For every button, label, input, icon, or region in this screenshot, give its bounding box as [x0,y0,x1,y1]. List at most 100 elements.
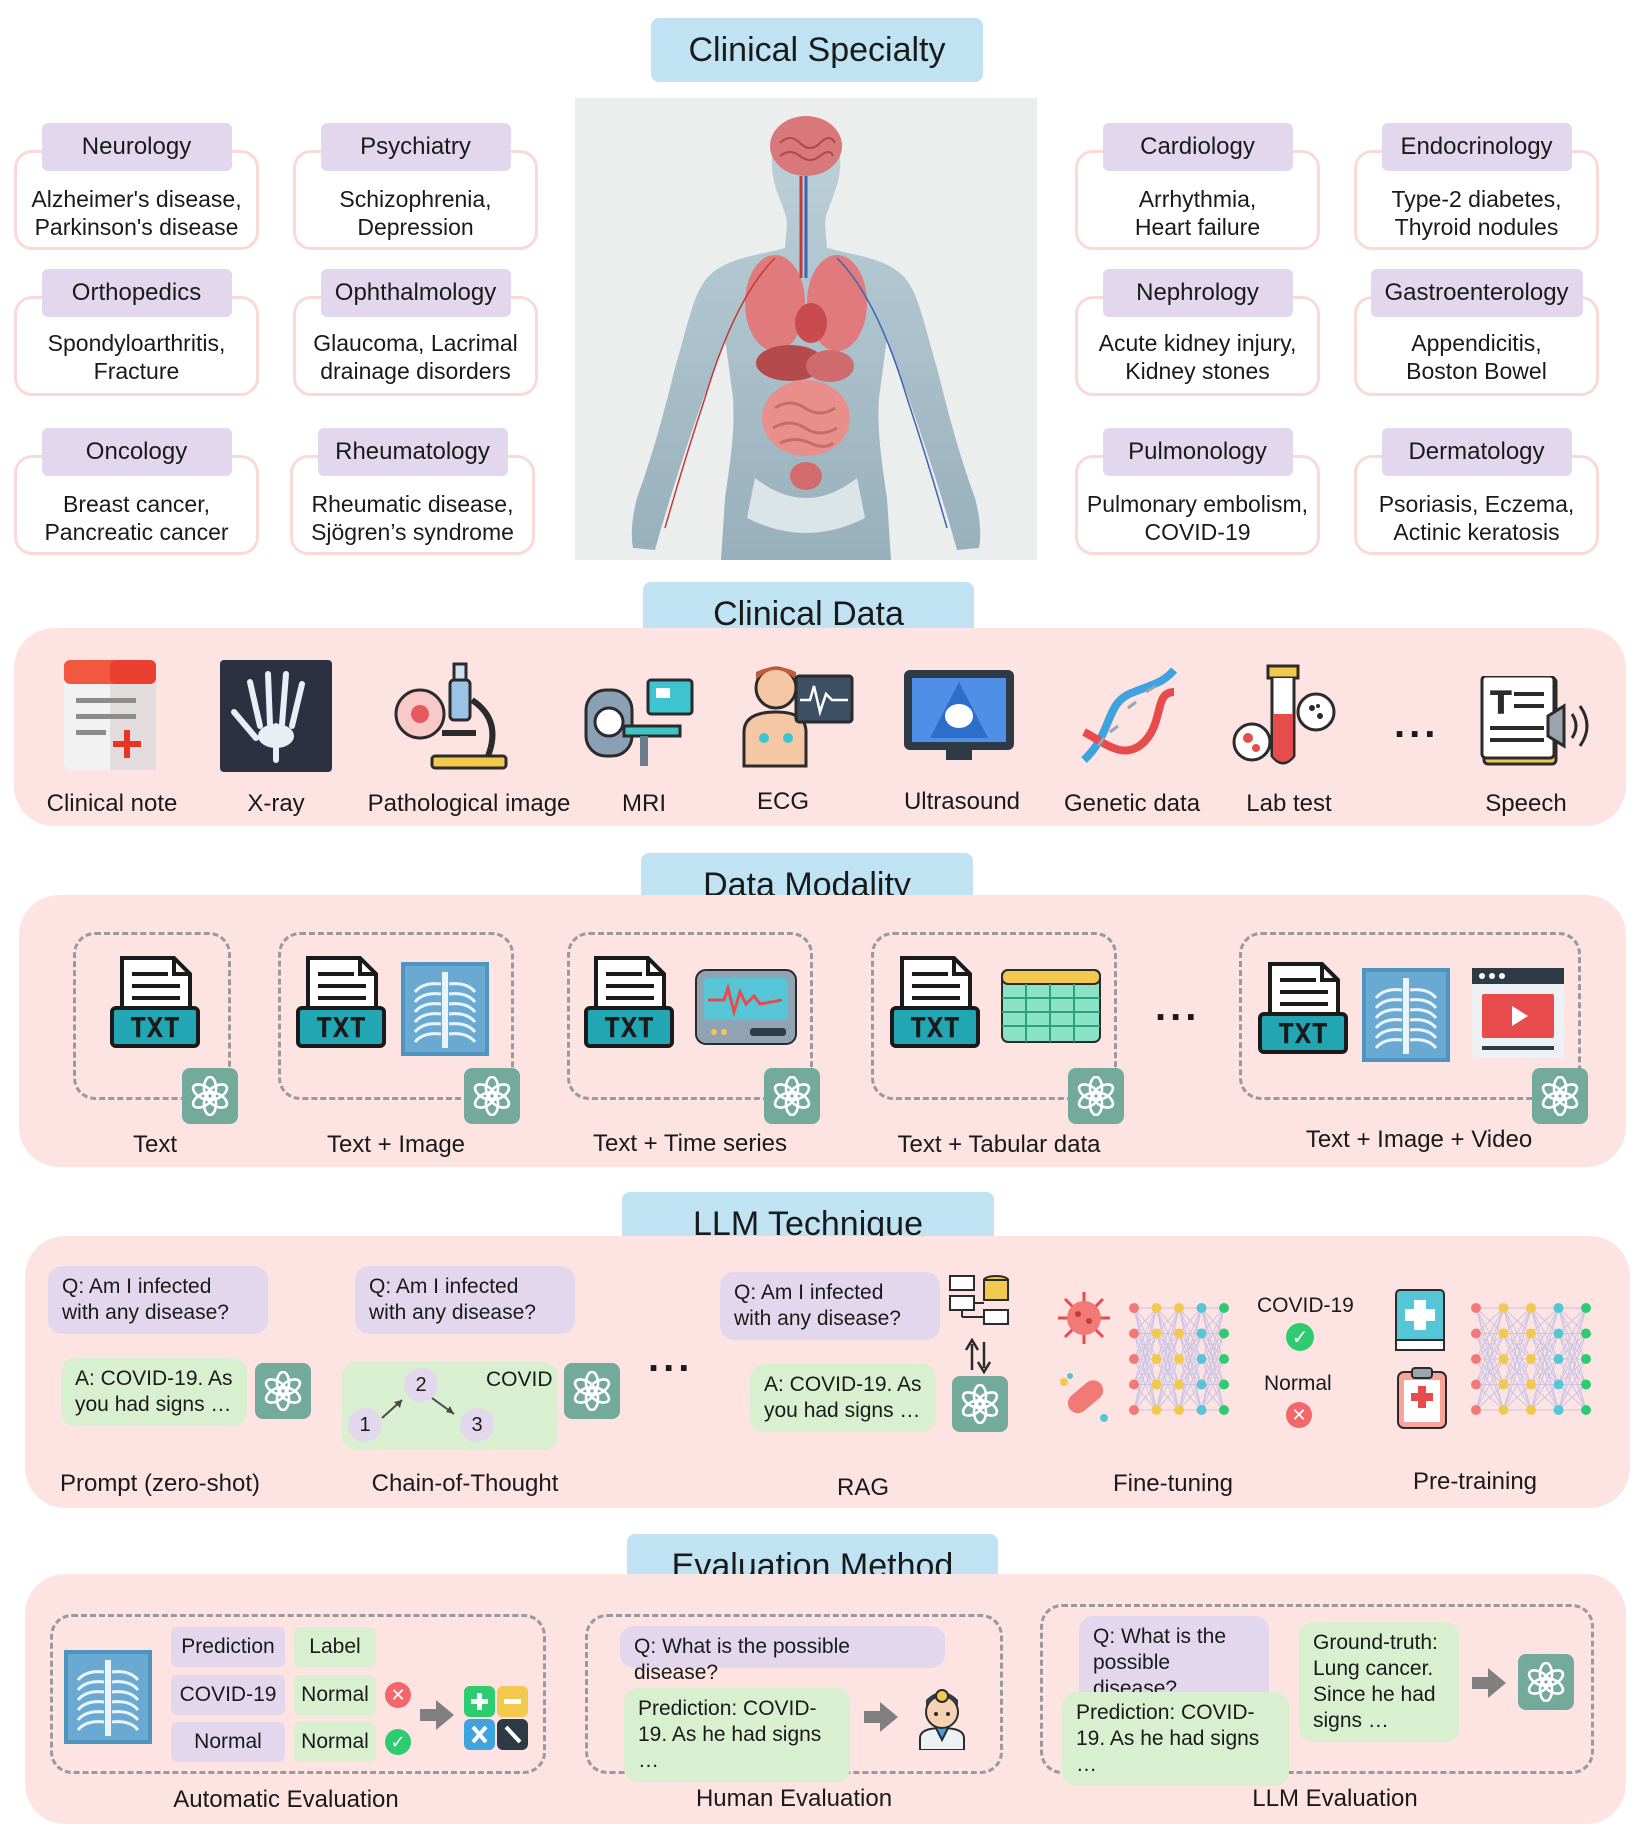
txt-file-icon: TXT [296,956,386,1057]
check-icon: ✓ [1286,1323,1314,1351]
txt-file-icon: TXT [110,956,200,1057]
cot-arrows [381,1397,455,1419]
microscope-icon [392,660,510,772]
specialty-name: Psychiatry [320,123,511,171]
answer-bubble: A: COVID-19. As you had signs … [750,1364,936,1432]
modality-box-text-timeseries [567,932,813,1100]
ultrasound-monitor-icon [902,668,1016,764]
data-label-genetic-data: Genetic data [1063,790,1201,817]
specialty-diseases: Type-2 diabetes, Thyroid nodules [1391,186,1562,240]
specialty-diseases: Alzheimer's disease, Parkinson's disease [31,186,242,240]
doctor-avatar-icon [914,1684,970,1751]
specialty-card-orthopedics: Orthopedics Spondyloarthritis, Fracture [14,269,259,396]
right-arrow-icon [1472,1668,1506,1703]
calculator-icon [464,1686,528,1750]
bacteria-icon [1056,1370,1112,1426]
specialty-card-dermatology: Dermatology Psoriasis, Eczema, Actinic k… [1354,428,1599,555]
cot-node: 2 [404,1368,438,1402]
modality-label-text-timeseries: Text + Time series [592,1130,788,1157]
openai-logo-icon [182,1068,238,1124]
dna-icon [1074,662,1182,770]
chest-xray-icon [1362,968,1450,1067]
svg-text:TXT: TXT [1278,1017,1329,1050]
openai-logo-icon [1068,1068,1124,1124]
cross-icon: ✕ [1286,1402,1312,1428]
modality-ellipsis: ... [1155,985,1201,1029]
bidirectional-arrow-icon [964,1337,992,1375]
data-label-ecg: ECG [756,788,810,815]
openai-logo-icon [464,1068,520,1124]
ecg-patient-icon [740,662,854,768]
cot-node: 3 [460,1408,494,1442]
specialty-card-oncology: Oncology Breast cancer, Pancreatic cance… [14,428,259,555]
technique-label-prompt: Prompt (zero-shot) [59,1470,261,1497]
modality-box-text-tabular [871,932,1117,1100]
svg-text:TXT: TXT [604,1011,655,1044]
specialty-name: Gastroenterology [1370,269,1583,317]
modality-label-text-tabular: Text + Tabular data [897,1131,1101,1158]
specialty-name: Oncology [41,428,232,476]
prediction-cell: COVID-19 [171,1675,285,1715]
evaluation-label-human: Human Evaluation [695,1785,893,1812]
openai-logo-icon [564,1363,620,1419]
question-bubble: Q: Am I infected with any disease? [48,1266,268,1334]
database-icon [948,1274,1010,1334]
human-anatomy-figure [575,98,1037,560]
technique-label-cot: Chain-of-Thought [371,1470,559,1497]
clinical-note-icon [62,658,158,772]
technique-label-pretraining: Pre-training [1412,1468,1538,1495]
data-label-mri: MRI [622,790,666,817]
label-cell: Normal [294,1675,376,1715]
specialty-diseases: Psoriasis, Eczema, Actinic keratosis [1378,491,1575,545]
data-label-clinical-note: Clinical note [46,790,178,817]
data-label-pathological-image: Pathological image [367,790,571,817]
right-arrow-icon [864,1702,898,1737]
specialty-name: Nephrology [1102,269,1293,317]
data-label-xray: X-ray [247,790,305,817]
mri-scanner-icon [584,676,694,770]
ground-truth-bubble: Ground-truth: Lung cancer. Since he had … [1299,1622,1459,1742]
finetune-output-covid: COVID-19 [1257,1294,1354,1317]
openai-logo-icon [764,1068,820,1124]
speech-document-icon: T [1480,674,1598,770]
specialty-name: Orthopedics [41,269,232,317]
prediction-bubble: Prediction: COVID-19. As he had signs … [1062,1692,1289,1786]
specialty-diseases: Rheumatic disease, Sjögren’s syndrome [311,491,514,545]
specialty-diseases: Acute kidney injury, Kidney stones [1098,330,1297,384]
specialty-name: Rheumatology [317,428,508,476]
openai-logo-icon [1532,1068,1588,1124]
question-bubble: Q: What is the possible disease? [620,1626,945,1684]
prediction-header: Prediction [171,1627,285,1667]
txt-file-icon: TXT [890,956,980,1057]
specialty-diseases: Schizophrenia, Depression [339,186,492,240]
svg-text:T: T [1490,684,1512,722]
right-arrow-icon [420,1700,454,1735]
txt-file-icon: TXT [1258,962,1348,1063]
specialty-name: Ophthalmology [320,269,511,317]
answer-bubble: A: COVID-19. As you had signs … [61,1358,247,1426]
specialty-name: Dermatology [1381,428,1572,476]
specialty-diseases: Pulmonary embolism, COVID-19 [1086,491,1309,545]
evaluation-label-automatic: Automatic Evaluation [173,1786,399,1813]
specialty-diseases: Glaucoma, Lacrimal drainage disorders [313,330,518,384]
question-bubble: Q: Am I infected with any disease? [355,1266,575,1334]
clinical-data-ellipsis: ... [1394,702,1440,746]
chain-of-thought-box: 1 2 3 COVID [342,1362,558,1450]
prediction-bubble: Prediction: COVID-19. As he had signs … [624,1688,850,1782]
svg-text:TXT: TXT [130,1011,181,1044]
cot-node: 1 [348,1408,382,1442]
openai-logo-icon [1518,1654,1574,1710]
specialty-diseases: Arrhythmia, Heart failure [1134,186,1261,240]
prediction-cell: Normal [171,1722,285,1762]
specialty-name: Endocrinology [1381,123,1572,171]
svg-text:TXT: TXT [910,1011,961,1044]
specialty-card-neurology: Neurology Alzheimer's disease, Parkinson… [14,123,259,250]
modality-label-text-image-video: Text + Image + Video [1305,1126,1533,1153]
neural-network-icon [1466,1294,1596,1424]
specialty-card-endocrinology: Endocrinology Type-2 diabetes, Thyroid n… [1354,123,1599,250]
cot-answer: COVID [486,1368,553,1391]
chest-xray-icon [401,962,489,1061]
incorrect-icon: ✕ [385,1682,411,1708]
neural-network-icon [1124,1294,1234,1424]
specialty-card-gastroenterology: Gastroenterology Appendicitis, Boston Bo… [1354,269,1599,396]
